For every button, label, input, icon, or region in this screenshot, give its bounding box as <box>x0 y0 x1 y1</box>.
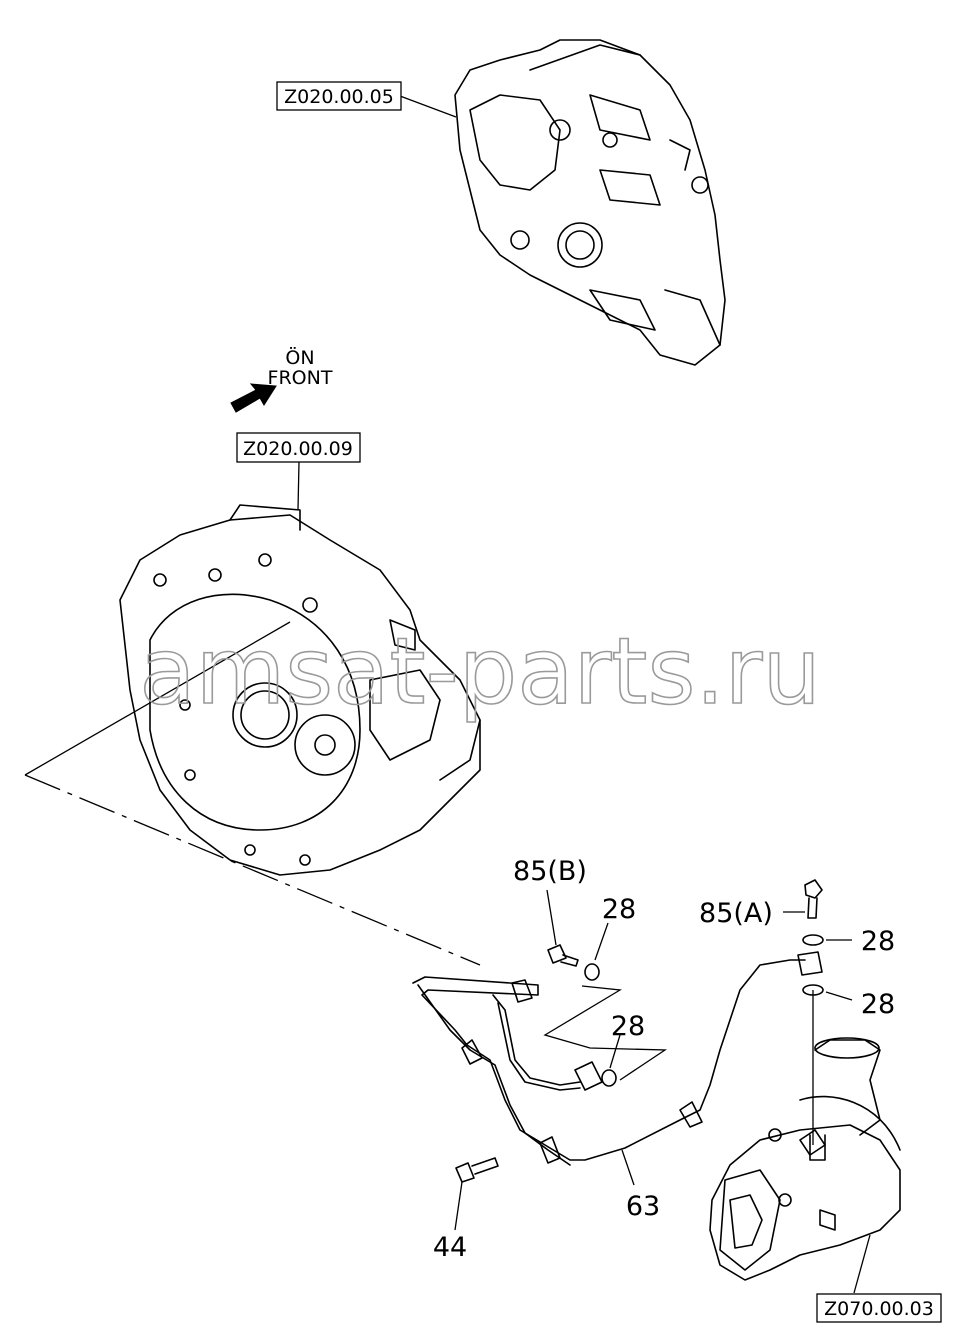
callout-85a: 85(A) <box>699 898 773 929</box>
bolt-85b <box>547 944 579 967</box>
svg-text:Z070.00.03: Z070.00.03 <box>824 1298 934 1320</box>
ref-engine-front-cover[interactable]: Z020.00.05 <box>276 81 402 111</box>
bolt-44 <box>455 1157 499 1183</box>
engine-front-cover <box>454 39 726 366</box>
oil-pipe-63 <box>412 951 823 1166</box>
washer-28-3 <box>802 934 824 946</box>
direction-label-tr: ÖN <box>285 346 314 369</box>
ref-flywheel-housing[interactable]: Z020.00.09 <box>236 432 361 463</box>
direction-label-en: FRONT <box>268 367 333 389</box>
svg-text:Z020.00.05: Z020.00.05 <box>284 86 394 108</box>
bolt-85a <box>804 879 823 919</box>
flywheel-housing <box>119 504 481 876</box>
callout-28-right-lower: 28 <box>861 989 895 1020</box>
washer-28-2 <box>601 1069 617 1087</box>
callout-28-right-upper: 28 <box>861 926 895 957</box>
front-arrow-icon <box>230 383 277 413</box>
turbocharger <box>709 1037 901 1281</box>
callout-44: 44 <box>433 1232 467 1263</box>
leader-lines <box>24 95 871 1294</box>
callout-85b: 85(B) <box>513 856 587 887</box>
callout-63: 63 <box>626 1191 660 1222</box>
ref-turbocharger[interactable]: Z070.00.03 <box>816 1293 942 1323</box>
svg-text:Z020.00.09: Z020.00.09 <box>243 438 353 460</box>
center-line <box>24 774 481 966</box>
callout-28-upper-left: 28 <box>602 894 636 925</box>
washer-28-1 <box>584 963 600 981</box>
watermark: amsat-parts.ru <box>139 618 821 725</box>
callout-28-center: 28 <box>611 1011 645 1042</box>
